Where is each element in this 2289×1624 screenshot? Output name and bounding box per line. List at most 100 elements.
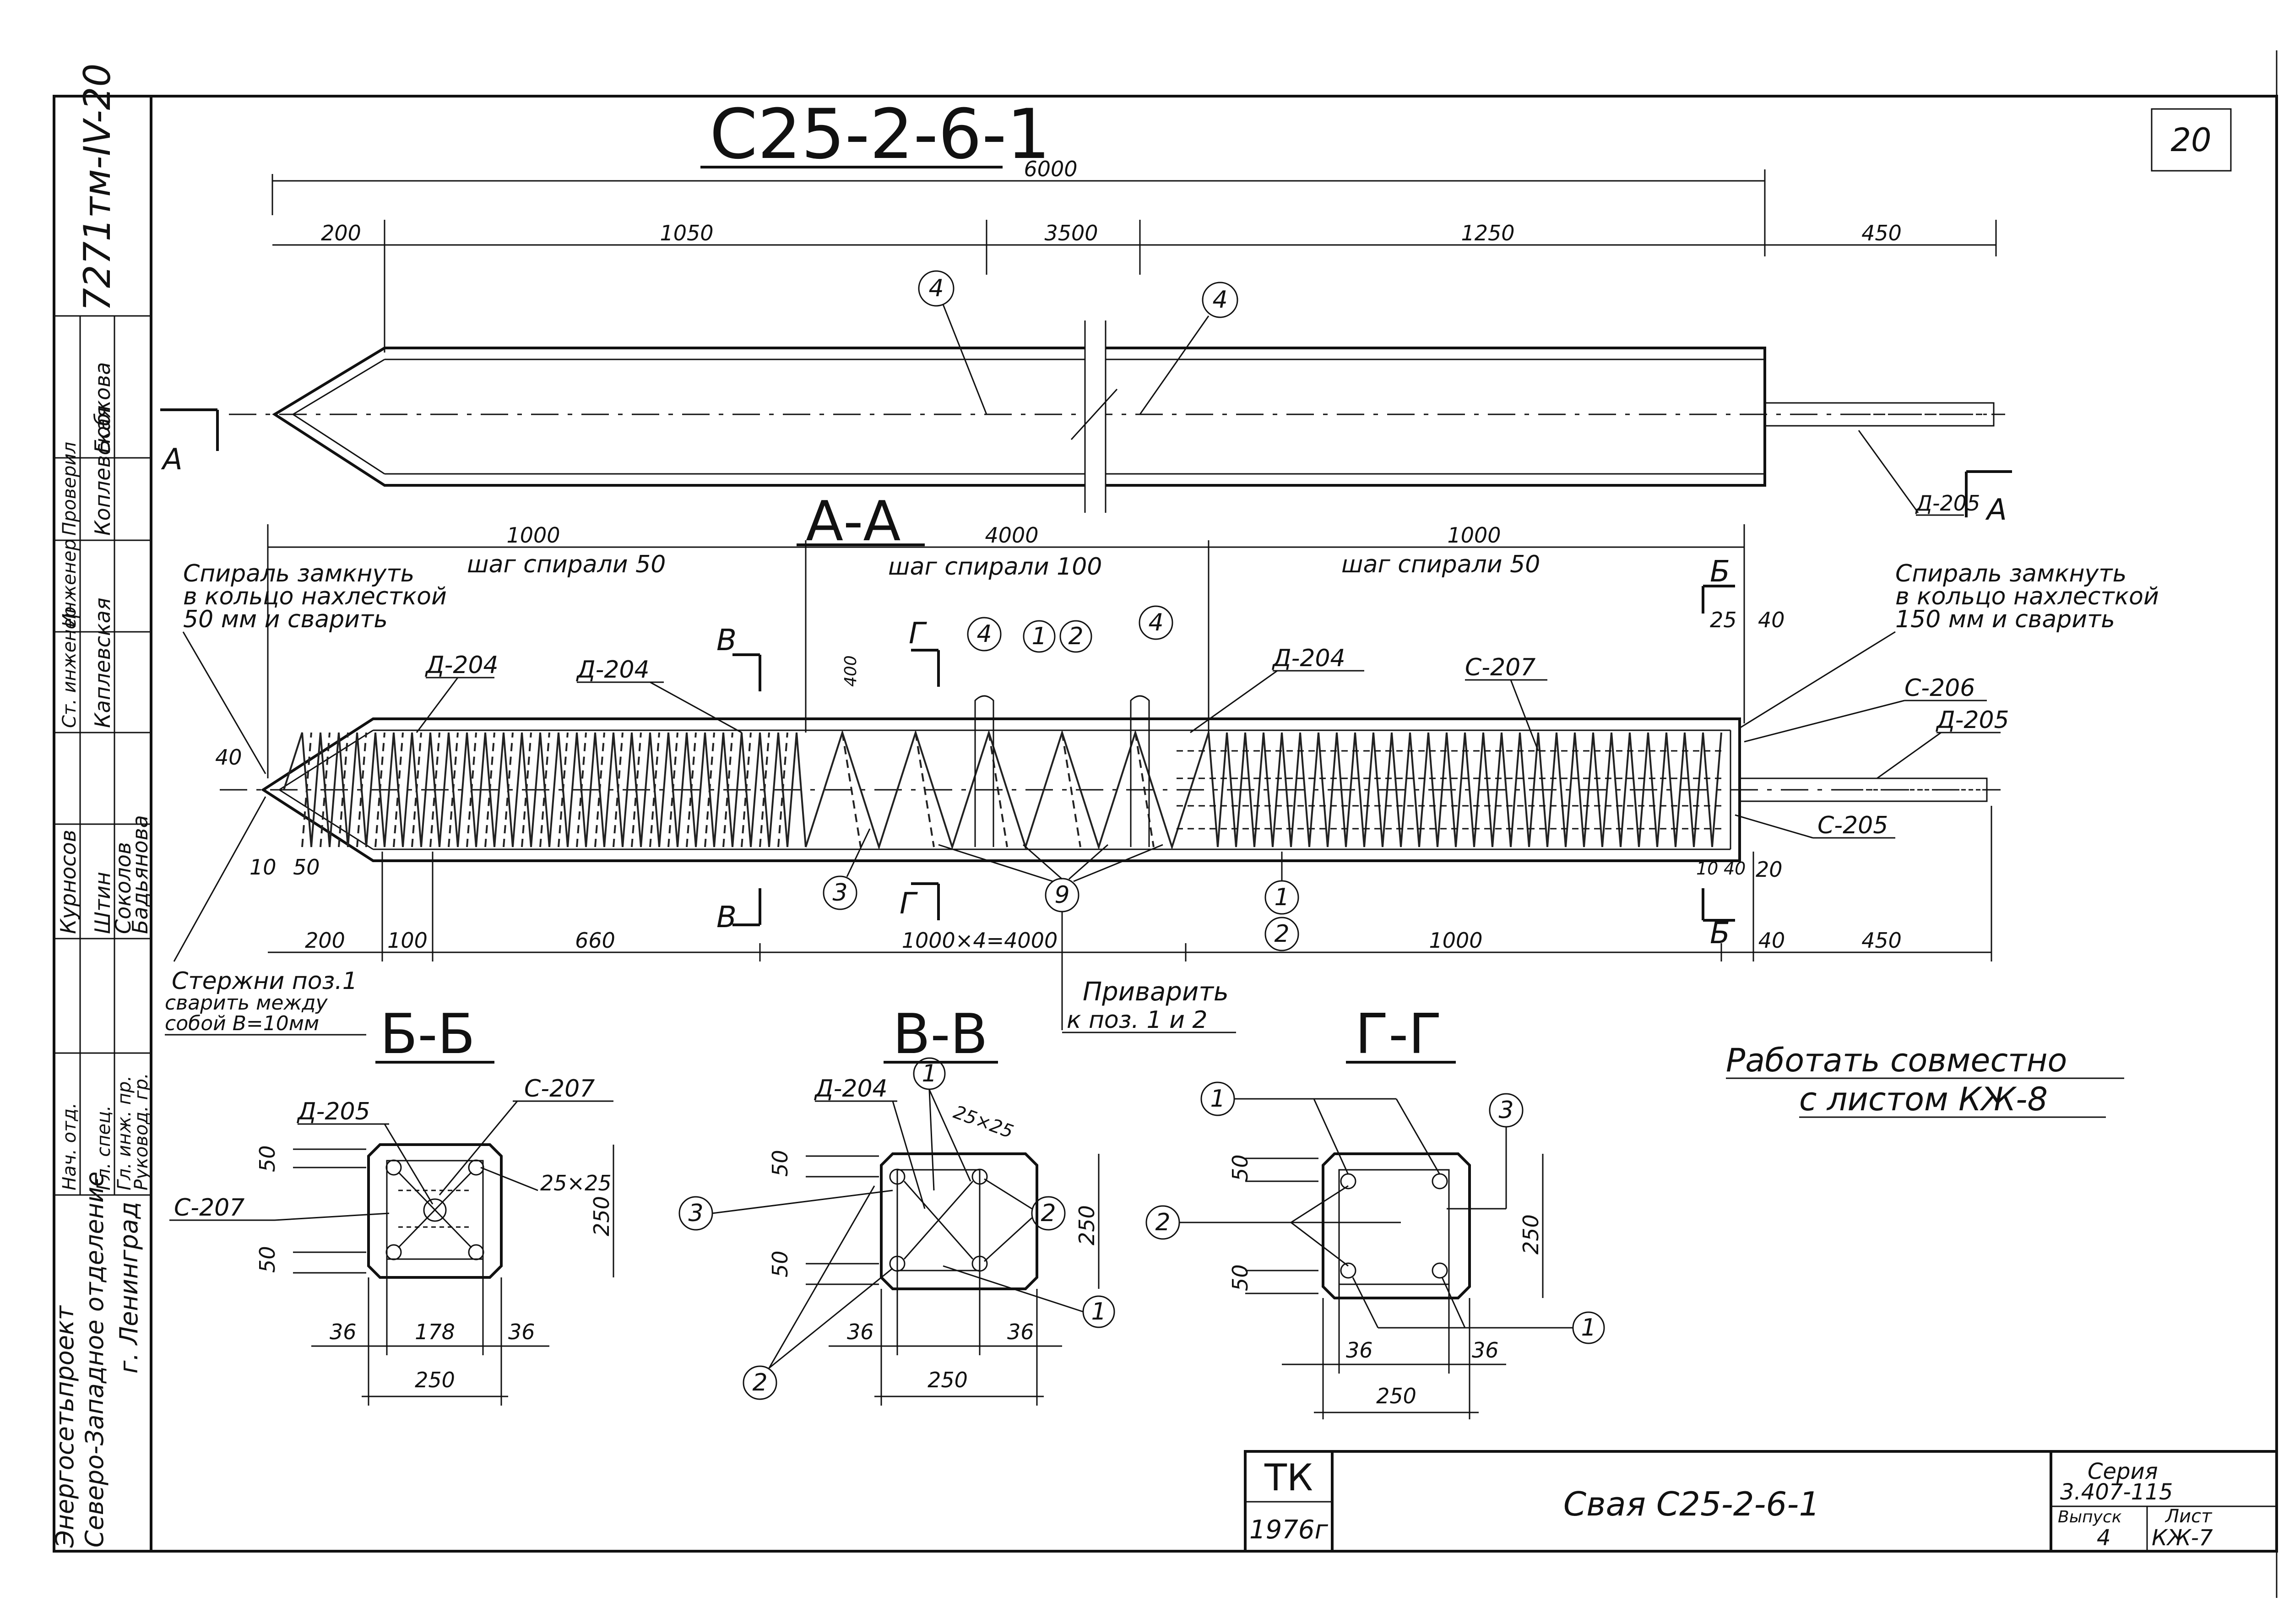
dim-overall: 6000 (1024, 157, 1077, 181)
svg-text:2: 2 (1041, 1200, 1056, 1227)
cut-mark-b-top: Б (1710, 555, 1730, 589)
note-right-2: в кольцо нахлесткой (1895, 583, 2159, 610)
vv-label-25x25: 25×25 (951, 1102, 1016, 1143)
bb-dim-36-b: 36 (508, 1320, 535, 1344)
stamp-name-7: Бобкова (90, 362, 115, 453)
note-right-3: 150 мм и сварить (1895, 606, 2115, 633)
label-d205: Д-205 (1936, 706, 2009, 734)
spiral-zone-1 (283, 732, 807, 847)
svg-text:3: 3 (1498, 1097, 1513, 1124)
page-number-box (2151, 108, 2232, 172)
dim-3500: 3500 (1044, 221, 1098, 245)
svg-text:1: 1 (1274, 884, 1289, 911)
dim-450: 450 (1861, 221, 1902, 245)
bubble-2-a (1059, 620, 1092, 653)
title-issue-label: Выпуск (2058, 1508, 2122, 1526)
label-d204-2: Д-204 (576, 656, 650, 684)
stamp-role-7: Проверил (59, 442, 80, 536)
stamp-role-6: Инженер (59, 539, 80, 627)
gg-dim-36-a: 36 (1346, 1338, 1373, 1363)
bubble-3 (823, 875, 857, 910)
title-series: 3.407-115 (2060, 1479, 2173, 1505)
label-c207: С-207 (1465, 654, 1535, 681)
vv-dim-50-a: 50 (768, 1150, 792, 1177)
small-dim-25: 25 (1710, 608, 1737, 632)
pile-outline (272, 347, 1766, 487)
small-dim-20: 20 (1756, 857, 1783, 882)
stamp-role-5: Ст. инженер (59, 606, 80, 728)
zone-pitch-1: шаг спирали 50 (467, 551, 666, 578)
bb-dim-50-b: 50 (255, 1246, 280, 1273)
stamp-name-1: Курносов (56, 830, 81, 934)
label-d204-3: Д-204 (1272, 645, 1345, 672)
gg-dim-250-h: 250 (1376, 1384, 1416, 1408)
svg-text:9: 9 (1054, 881, 1069, 909)
zone-pitch-3: шаг спирали 50 (1341, 551, 1540, 578)
title-sheet-label: Лист (2164, 1506, 2213, 1527)
bb-dim-250-h: 250 (415, 1368, 455, 1392)
note-line-2: с листом КЖ-8 (1799, 1081, 2048, 1118)
svg-text:1: 1 (1581, 1314, 1596, 1342)
mark-4-right (1202, 282, 1238, 318)
bottom-dim-1000: 1000 (1429, 928, 1482, 953)
small-dim-50: 50 (293, 855, 320, 880)
stamp-role-4: Руковод. гр. (131, 1073, 152, 1190)
svg-text:3: 3 (832, 879, 847, 907)
bb-dim-36-a: 36 (330, 1320, 357, 1344)
svg-text:1: 1 (1031, 623, 1047, 650)
bb-label-c207: С-207 (524, 1075, 595, 1103)
weld-note-2: к поз. 1 и 2 (1067, 1006, 1207, 1034)
gg-dim-50-b: 50 (1228, 1264, 1253, 1291)
small-dim-400: 400 (841, 655, 860, 687)
title-year: 1976г (1249, 1515, 1329, 1545)
bottom-dim-40: 40 (1758, 928, 1785, 953)
stamp-org-1: Энергосетьпроект (50, 1305, 79, 1548)
bb-dim-50-a: 50 (255, 1145, 280, 1172)
small-dim-40: 40 (215, 745, 242, 770)
bubble-4-b (1139, 605, 1173, 640)
section-bb-title: Б-Б (380, 1003, 475, 1066)
svg-text:2: 2 (1068, 623, 1083, 650)
rod-label-d205-top: Д-205 (1915, 491, 1980, 516)
cross-reference-note: Работать совместно с листом КЖ-8 (1726, 1042, 2124, 1118)
cut-mark-g-bot: Г (900, 887, 918, 921)
dim-1250: 1250 (1461, 221, 1514, 245)
stamp-code: 7271тм-IV-20 (76, 64, 119, 311)
cut-mark-v-top: В (716, 624, 737, 657)
vv-dim-36-b: 36 (1007, 1320, 1034, 1344)
mark-4-left (918, 270, 955, 307)
svg-text:2: 2 (752, 1369, 767, 1396)
stamp-name-5: Каплевская (90, 597, 115, 728)
note-left-3: 50 мм и сварить (183, 606, 388, 633)
weld-note-1: Приварить (1083, 977, 1229, 1007)
stamp-org-3: г. Ленинград (114, 1202, 143, 1374)
svg-text:1: 1 (1210, 1085, 1225, 1113)
svg-text:4: 4 (976, 620, 992, 648)
bubble-2-b (1264, 917, 1299, 951)
section-bb: Б-Б Д-205 С-207 С-207 25×25 50 50 250 (169, 1003, 614, 1406)
vv-dim-250-h: 250 (928, 1368, 968, 1392)
bb-dim-178: 178 (415, 1320, 455, 1344)
pile-body-aa (260, 717, 1741, 862)
section-gg: Г-Г 1 3 2 1 50 50 250 (1145, 1003, 1605, 1419)
spiral-zone-1-back (301, 732, 788, 847)
zone-len-1: 1000 (506, 523, 560, 548)
cut-mark-g-top: Г (909, 617, 927, 651)
page-number: 20 (2170, 121, 2211, 159)
svg-text:4: 4 (928, 275, 944, 302)
svg-text:3: 3 (688, 1200, 703, 1227)
vv-dim-250-v: 250 (1074, 1205, 1099, 1245)
svg-text:1: 1 (1091, 1298, 1106, 1325)
side-stamp: 7271тм-IV-20 Энергосетьпроект Северо-Зап… (50, 64, 152, 1548)
gg-dim-250-v: 250 (1519, 1214, 1543, 1255)
cut-mark-v-bot: В (716, 901, 737, 934)
zone-len-3: 1000 (1447, 523, 1501, 548)
section-vv: В-В Д-204 25×25 1 3 2 1 2 50 (678, 1003, 1115, 1406)
rods-note-3: собой В=10мм (165, 1012, 319, 1035)
spiral-zone-3 (1208, 732, 1722, 847)
rods-note-2: сварить между (165, 991, 328, 1015)
vv-bubble-2-bottom (743, 1365, 777, 1400)
small-dim-40-b: 40 (1724, 858, 1746, 879)
stamp-name-3: Соколов (111, 842, 136, 934)
